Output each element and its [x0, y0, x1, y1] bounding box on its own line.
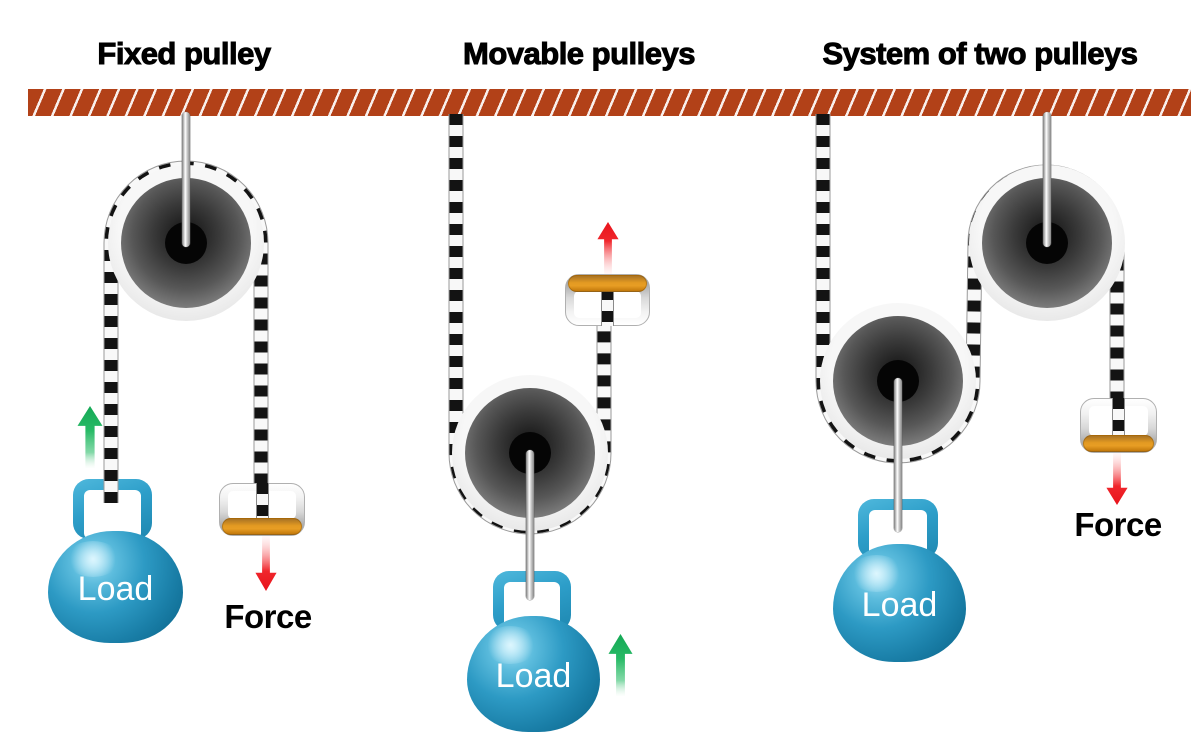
force-handle-fixed-pulley: [219, 483, 305, 536]
force-up-arrow-icon: [597, 222, 619, 276]
panel-title-movable-pulleys: Movable pulleys: [463, 36, 696, 72]
load-label: Load: [861, 585, 938, 624]
ceiling-rod-system-fixed-pulley: [1043, 112, 1051, 247]
force-label-fixed-pulley: Force: [224, 598, 312, 635]
force-handle-movable-pulleys: [565, 274, 650, 326]
load-weight-movable-pulleys: Load: [467, 616, 600, 732]
load-rod-system-movable-pulley: [894, 378, 902, 532]
handle-grip-bar: [222, 518, 302, 535]
panel-title-fixed-pulley: Fixed pulley: [97, 36, 272, 72]
load-rod-movable-pulley: [526, 450, 534, 600]
load-up-arrow-icon: [608, 634, 633, 696]
force-handle-two-pulley-system: [1080, 398, 1157, 453]
load-weight-fixed-pulley: Load: [48, 531, 183, 643]
ceiling-beam: [28, 89, 1191, 116]
force-down-arrow-icon: [255, 534, 277, 591]
handle-rope-end: [601, 289, 614, 326]
load-weight-two-pulley-system: Load: [833, 544, 966, 662]
panel-title-two-pulley-system: System of two pulleys: [822, 36, 1139, 72]
load-label: Load: [495, 656, 572, 695]
force-down-arrow-icon: [1106, 451, 1128, 505]
handle-grip-bar: [1083, 435, 1154, 452]
handle-rope-end: [255, 483, 269, 521]
force-label-two-pulley-system: Force: [1074, 506, 1162, 543]
handle-grip-bar: [568, 275, 647, 292]
load-label: Load: [77, 569, 154, 608]
ceiling-rod-fixed-pulley: [182, 112, 190, 247]
load-up-arrow-icon: [77, 406, 103, 468]
handle-rope-end: [1112, 398, 1125, 438]
